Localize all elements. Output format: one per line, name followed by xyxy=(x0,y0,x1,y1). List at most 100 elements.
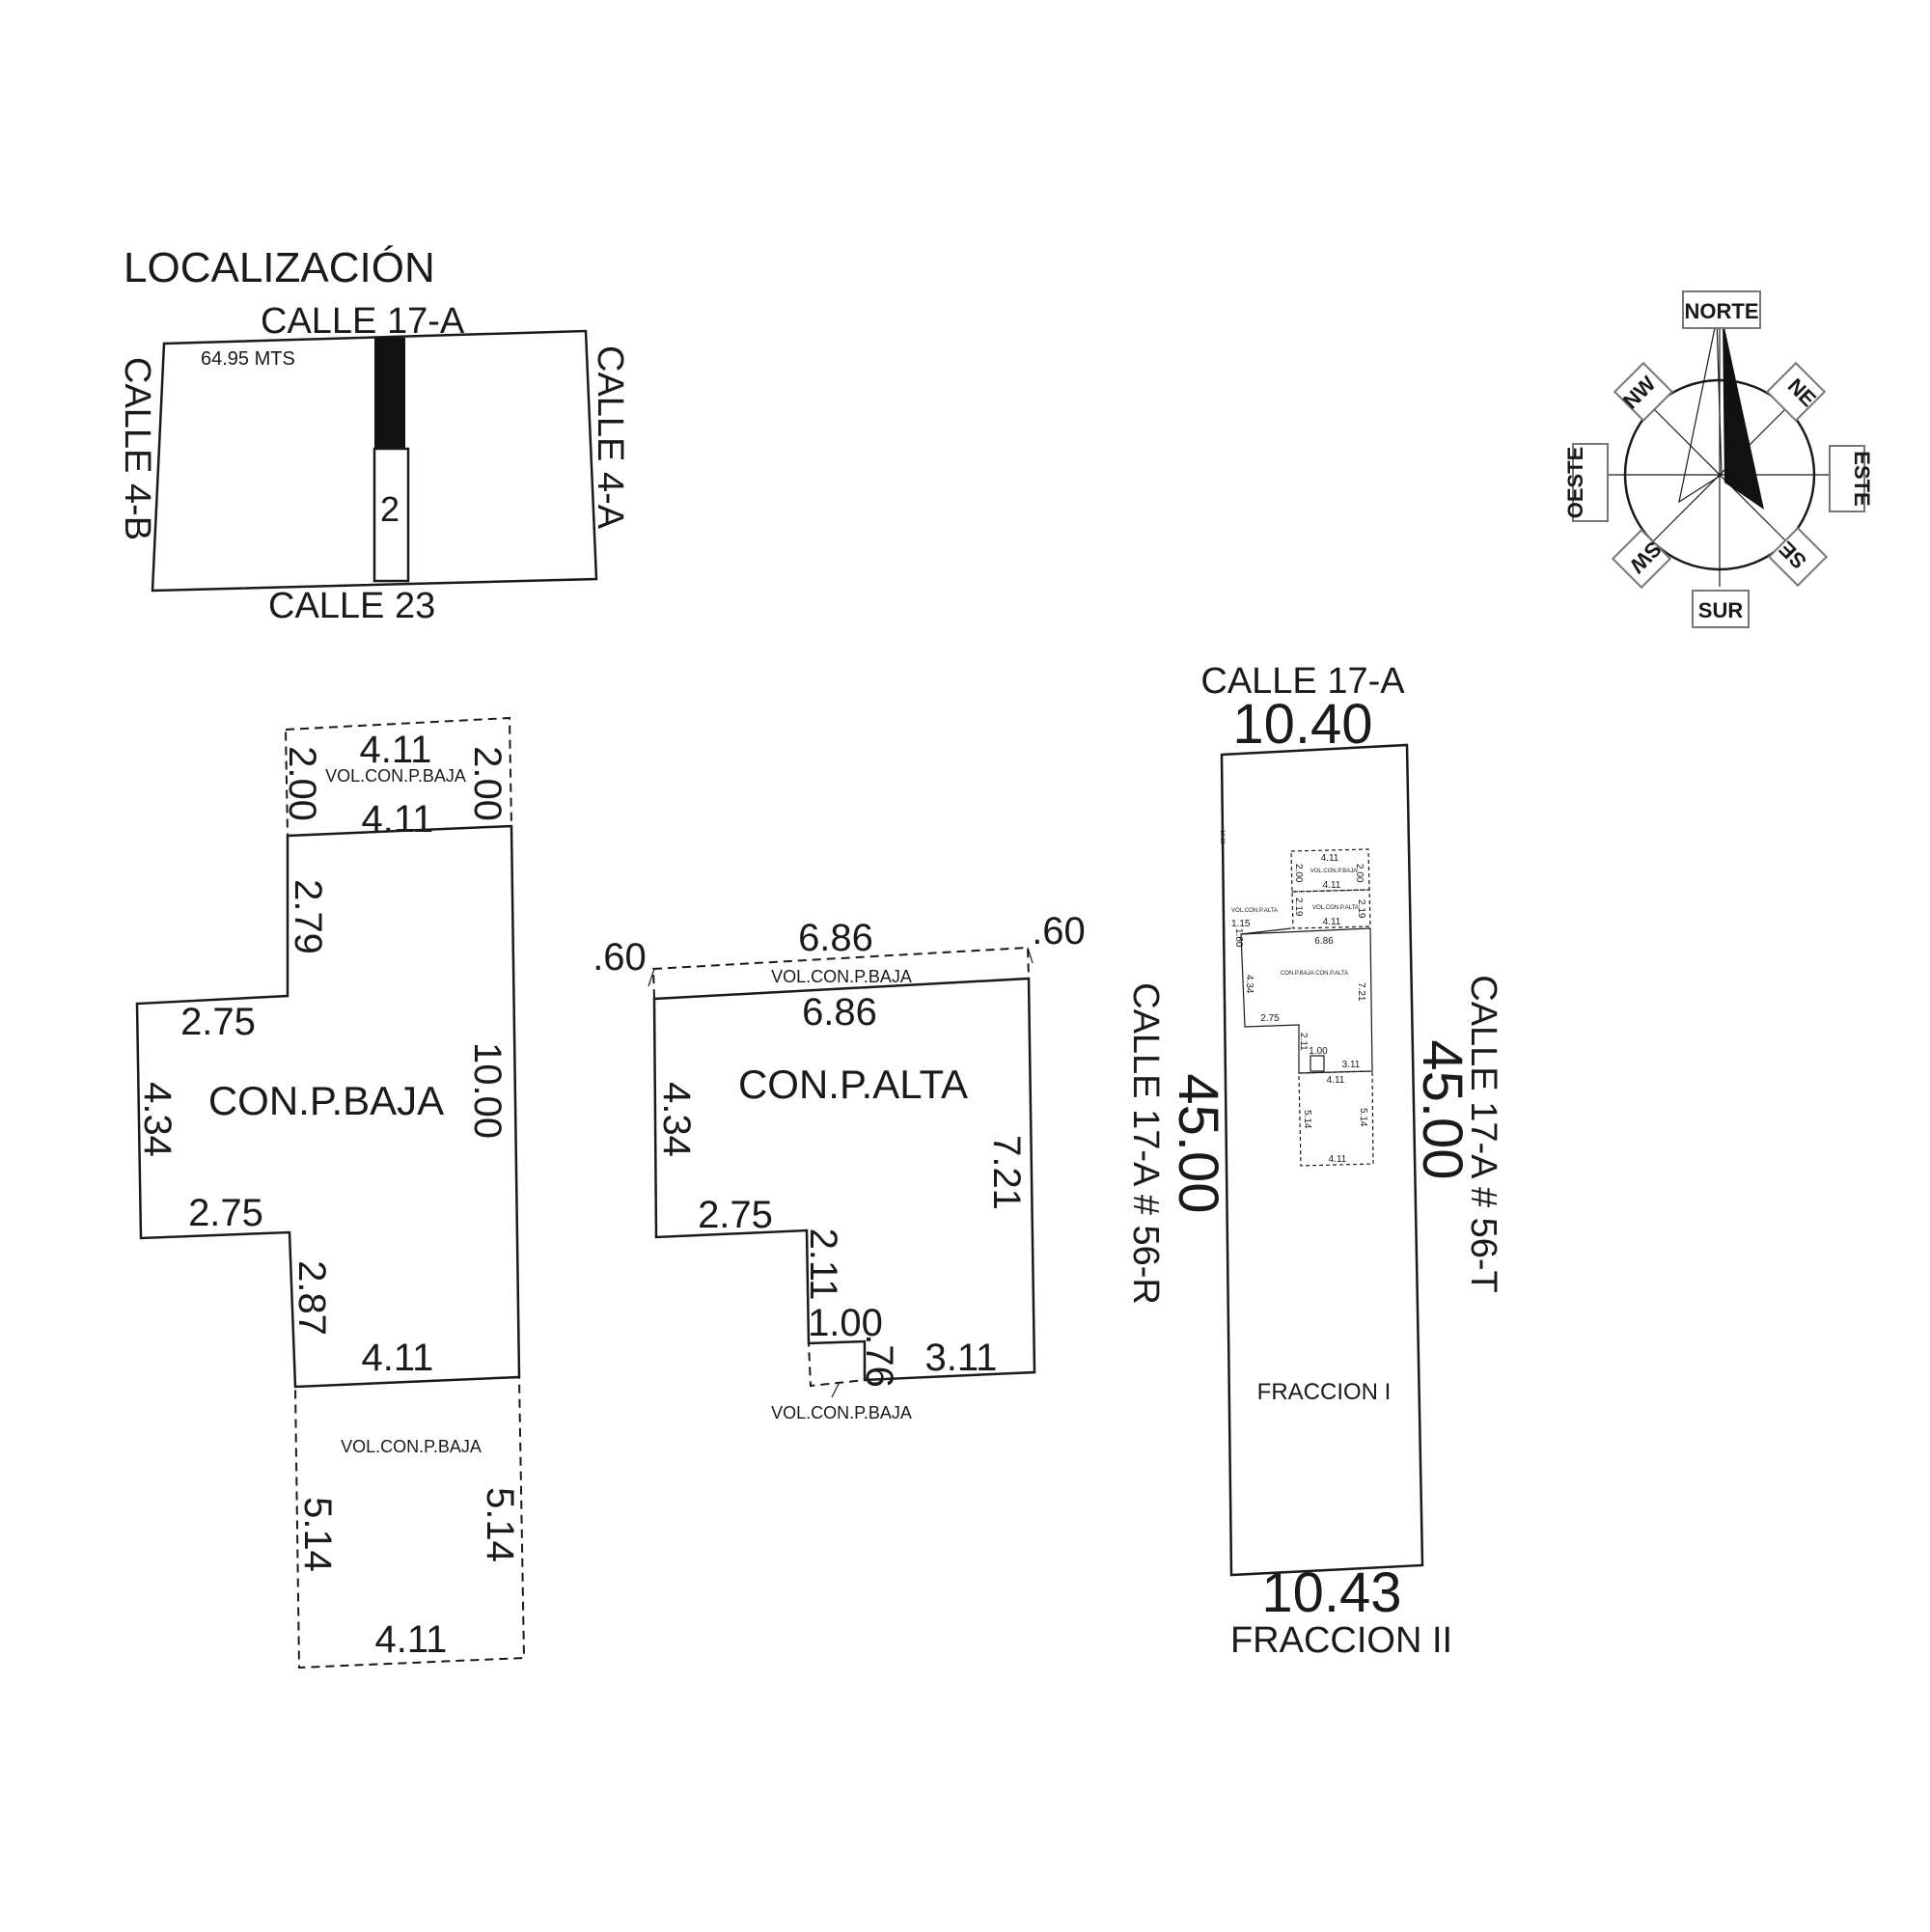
mini-vol3: VOL.CON.P.ALTA xyxy=(1231,908,1278,914)
ground-dim-right: 10.00 xyxy=(466,1042,509,1139)
ground-dim-left: 4.34 xyxy=(136,1082,179,1157)
east-box xyxy=(1829,445,1865,512)
site-length-right: 45.00 xyxy=(1411,1039,1474,1179)
mini-n: 2.11 xyxy=(1298,1033,1309,1051)
upper-left-offset-tick xyxy=(648,968,655,987)
ground-dim-notch-bottom: 2.75 xyxy=(188,1192,263,1234)
mini-main-outline xyxy=(1240,927,1373,1074)
mini-c: 2.00 xyxy=(1354,864,1365,883)
ground-floor-plan: 4.11 VOL.CON.P.BAJA 2.00 2.00 4.11 2.79 … xyxy=(135,716,526,1670)
location-street-right: CALLE 4-A xyxy=(590,345,630,530)
ground-dim-lower-left: 2.87 xyxy=(290,1260,333,1336)
east-label: ESTE xyxy=(1850,451,1874,506)
upper-vol-leader xyxy=(831,1381,841,1398)
mini-g: 1.15 xyxy=(1231,919,1251,929)
mini-h: 1.60 xyxy=(1233,928,1244,948)
ground-bottom-volume xyxy=(293,1375,526,1670)
site-plan: CALLE 17-A 10.40 10.43 FRACCION II FRACC… xyxy=(1125,661,1503,1661)
city-block xyxy=(151,329,598,593)
upper-floor-title: CON.P.ALTA xyxy=(738,1062,968,1107)
south-label: SUR xyxy=(1698,598,1744,622)
mini-vol2: VOL.CON.P.ALTA xyxy=(1312,905,1359,911)
location-map: LOCALIZACIÓN CALLE 17-A CALLE 23 CALLE 4… xyxy=(117,244,630,626)
north-box xyxy=(1682,290,1761,329)
mini-e: 2.19 xyxy=(1293,897,1304,917)
mini-core: CON.P.BAJA CON.P.ALTA xyxy=(1281,971,1348,977)
se-box xyxy=(1767,526,1829,588)
compass-ne-sw-axis xyxy=(1640,395,1800,555)
upper-dim-small-height: .76 xyxy=(858,1334,900,1388)
compass-needle-outline xyxy=(1678,317,1723,504)
nw-box xyxy=(1613,361,1674,423)
ground-dim-notch-top: 2.75 xyxy=(180,1001,256,1043)
west-label: OESTE xyxy=(1563,447,1587,519)
upper-dim-right: 7.21 xyxy=(985,1135,1028,1210)
south-box xyxy=(1692,590,1750,628)
compass-needle-filled xyxy=(1723,318,1764,510)
upper-top-vol-label: VOL.CON.P.BAJA xyxy=(771,967,912,986)
site-length-left: 45.00 xyxy=(1167,1073,1229,1213)
upper-floor-plan: .60 .60 6.86 VOL.CON.P.BAJA 6.86 CON.P.A… xyxy=(593,910,1086,1422)
upper-dim-top-inner: 6.86 xyxy=(802,991,877,1034)
site-width-top: 10.40 xyxy=(1232,693,1372,756)
mini-t: 4.11 xyxy=(1329,1154,1347,1165)
west-box xyxy=(1572,443,1609,522)
site-address-left: CALLE 17-A # 56-R xyxy=(1125,982,1166,1305)
location-distance: 64.95 MTS xyxy=(201,348,295,370)
ground-dim-upper-left: 2.79 xyxy=(287,879,329,954)
north-label: NORTE xyxy=(1685,299,1759,323)
site-street-top: CALLE 17-A xyxy=(1200,661,1405,702)
site-lot-outline xyxy=(1220,743,1424,1577)
ground-top-volume xyxy=(284,716,513,838)
mini-d: 4.11 xyxy=(1323,880,1341,891)
site-building-footprint: 10.30 4.11 2.00 2.00 4.11 2.19 2.19 1.15… xyxy=(1219,830,1374,1167)
ground-dim-top-vol-left: 2.00 xyxy=(281,746,323,821)
mini-b: 2.00 xyxy=(1293,864,1304,883)
upper-dim-bottom: 3.11 xyxy=(925,1337,998,1379)
ground-top-vol-label: VOL.CON.P.BAJA xyxy=(325,766,466,786)
compass-rose: NORTE SUR ESTE OESTE NE NW SE SW xyxy=(1563,290,1874,628)
mini-left-wing xyxy=(1240,927,1292,935)
upper-dim-step-down: 2.11 xyxy=(802,1228,844,1301)
upper-main-outline xyxy=(652,977,1036,1382)
upper-dim-top-outer: 6.86 xyxy=(798,917,873,959)
mini-j: 4.11 xyxy=(1323,917,1341,927)
upper-dim-right-offset: .60 xyxy=(1032,910,1086,952)
mini-i: 6.86 xyxy=(1314,936,1334,947)
ground-dim-bottom-vol-bottom: 4.11 xyxy=(375,1618,448,1661)
upper-small-volume xyxy=(807,1339,866,1388)
ground-main-outline xyxy=(135,824,521,1389)
ground-dim-top-vol-bottom: 4.11 xyxy=(362,798,434,841)
ground-dim-top-vol-top: 4.11 xyxy=(360,729,432,771)
location-street-left: CALLE 4-B xyxy=(117,357,157,540)
mini-a: 4.11 xyxy=(1321,853,1339,864)
ground-dim-top-vol-right: 2.00 xyxy=(466,746,509,821)
lot-number: 2 xyxy=(380,489,400,529)
mini-bottom-volume xyxy=(1298,1070,1374,1167)
upper-right-offset-tick xyxy=(1027,947,1034,964)
mini-l: 7.21 xyxy=(1356,982,1366,1002)
mini-p: 3.11 xyxy=(1342,1060,1361,1070)
mini-k: 4.34 xyxy=(1244,975,1254,994)
mini-r: 5.14 xyxy=(1302,1110,1312,1129)
site-fraction-main: FRACCION I xyxy=(1257,1379,1392,1405)
site-address-right: CALLE 17-A # 56-T xyxy=(1463,975,1503,1293)
upper-dim-small-width: 1.00 xyxy=(808,1302,883,1344)
target-lot xyxy=(372,447,410,583)
location-street-bottom: CALLE 23 xyxy=(268,586,435,626)
ne-box xyxy=(1765,361,1827,423)
ground-dim-bottom-vol-right: 5.14 xyxy=(479,1487,521,1562)
mini-small-volume xyxy=(1310,1055,1325,1072)
upper-dim-left: 4.34 xyxy=(655,1082,698,1157)
mini-setback: 10.30 xyxy=(1219,830,1225,845)
target-lot-highlight xyxy=(374,338,405,449)
ground-dim-bottom: 4.11 xyxy=(362,1337,434,1379)
ground-dim-bottom-vol-left: 5.14 xyxy=(296,1497,339,1572)
site-fraction-bottom: FRACCION II xyxy=(1230,1620,1452,1661)
mini-m: 2.75 xyxy=(1260,1013,1280,1024)
upper-bottom-vol-label: VOL.CON.P.BAJA xyxy=(771,1403,912,1422)
mini-f: 2.19 xyxy=(1356,899,1366,919)
upper-dim-left-offset: .60 xyxy=(593,936,647,979)
mini-upper-volume xyxy=(1291,889,1371,929)
